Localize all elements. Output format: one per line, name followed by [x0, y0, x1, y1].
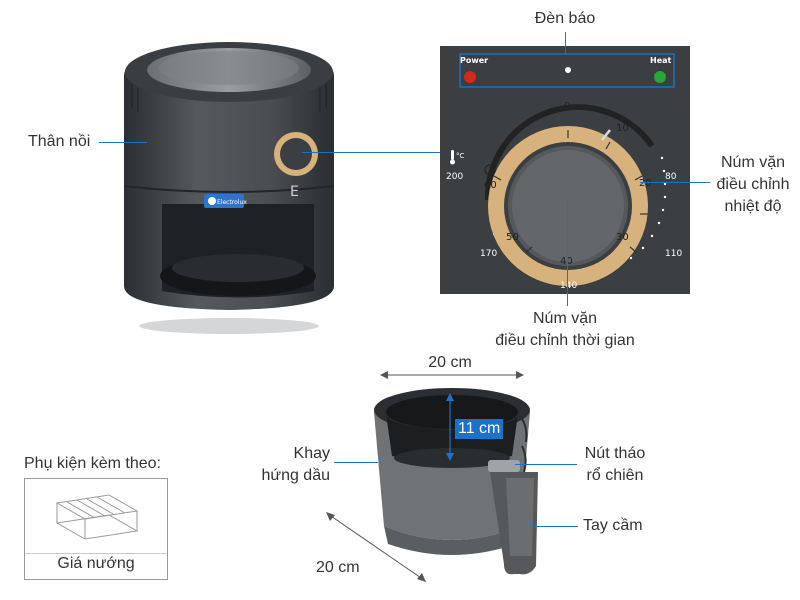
- timer-tick-50: 50: [506, 232, 519, 243]
- label-oil-tray: Khay hứng dầu: [220, 443, 330, 487]
- indicator-box: [459, 53, 675, 88]
- timer-tick-10: 10: [616, 123, 629, 134]
- label-basket-release-line2: rổ chiên: [586, 467, 644, 484]
- depth-dimension-arrow: [326, 512, 426, 582]
- temp-tick-170: 170: [480, 249, 497, 259]
- leader-temp-knob: [640, 182, 710, 183]
- label-accessory-item: Giá nướng: [57, 555, 135, 572]
- label-width-dim: 20 cm: [428, 354, 472, 371]
- label-oil-tray-line2: hứng dầu: [261, 467, 330, 484]
- label-body: Thân nồi: [28, 133, 91, 150]
- temp-tick-110: 110: [665, 249, 682, 259]
- label-temp-knob: Núm vặn điều chỉnh nhiệt độ: [706, 152, 800, 218]
- leader-knob-to-panel: [302, 152, 440, 153]
- accessory-divider: [25, 553, 167, 554]
- label-indicator-light: Đèn báo: [534, 10, 596, 27]
- control-panel-dials: 0 10 20 30 40 50 60 °C 200 80 110 140 17…: [446, 53, 682, 291]
- thermometer-icon: [451, 150, 454, 160]
- leader-timer-knob: [567, 202, 568, 306]
- air-fryer-illustration: Electrolux E: [123, 42, 335, 334]
- brand-badge: [204, 194, 244, 208]
- label-timer-knob-line1: Núm vặn: [532, 310, 598, 327]
- temp-tick-80: 80: [665, 172, 677, 182]
- svg-text:E: E: [290, 184, 299, 200]
- label-temp-knob-line1: Núm vặn: [720, 154, 786, 171]
- leader-oil-tray: [334, 462, 378, 463]
- timer-tick-30: 30: [616, 232, 629, 243]
- label-depth-dim: 20 cm: [316, 559, 360, 576]
- label-temp-knob-line2: điều chỉnh: [716, 176, 790, 193]
- grill-rack-icon: [55, 494, 139, 540]
- power-led: [464, 71, 476, 83]
- timer-tick-40: 40: [560, 256, 573, 267]
- svg-text:Electrolux: Electrolux: [217, 199, 247, 206]
- label-handle: Tay cầm: [583, 517, 643, 534]
- label-basket-release: Nút tháo rổ chiên: [570, 443, 660, 487]
- svg-text:°C: °C: [456, 152, 465, 160]
- leader-indicator: [565, 32, 566, 54]
- timer-tick-20: 20: [639, 178, 652, 189]
- leader-body: [99, 142, 147, 143]
- temp-tick-200: 200: [446, 172, 463, 182]
- height-dimension-badge: 11 cm: [455, 419, 504, 439]
- power-label: Power: [460, 56, 488, 65]
- basket-release-button: [488, 460, 520, 472]
- heat-label: Heat: [650, 56, 672, 65]
- leader-basket-release: [515, 464, 577, 465]
- label-oil-tray-line1: Khay: [293, 445, 330, 462]
- label-temp-knob-line3: nhiệt độ: [724, 198, 782, 215]
- width-dimension-arrow: [380, 371, 524, 379]
- label-timer-knob: Núm vặn điều chỉnh thời gian: [470, 308, 660, 352]
- label-timer-knob-line2: điều chỉnh thời gian: [495, 332, 635, 349]
- label-basket-release-line1: Nút tháo: [584, 445, 646, 462]
- temp-tick-140: 140: [560, 281, 577, 291]
- label-accessories-title: Phụ kiện kèm theo:: [24, 455, 161, 472]
- heat-led: [654, 71, 666, 83]
- clock-icon: [484, 164, 496, 176]
- leader-handle: [534, 526, 578, 527]
- accessory-box: Giá nướng: [24, 478, 168, 580]
- timer-tick-60: 60: [484, 180, 497, 191]
- height-dimension-arrow: [446, 393, 454, 461]
- timer-tick-0: 0: [564, 101, 570, 112]
